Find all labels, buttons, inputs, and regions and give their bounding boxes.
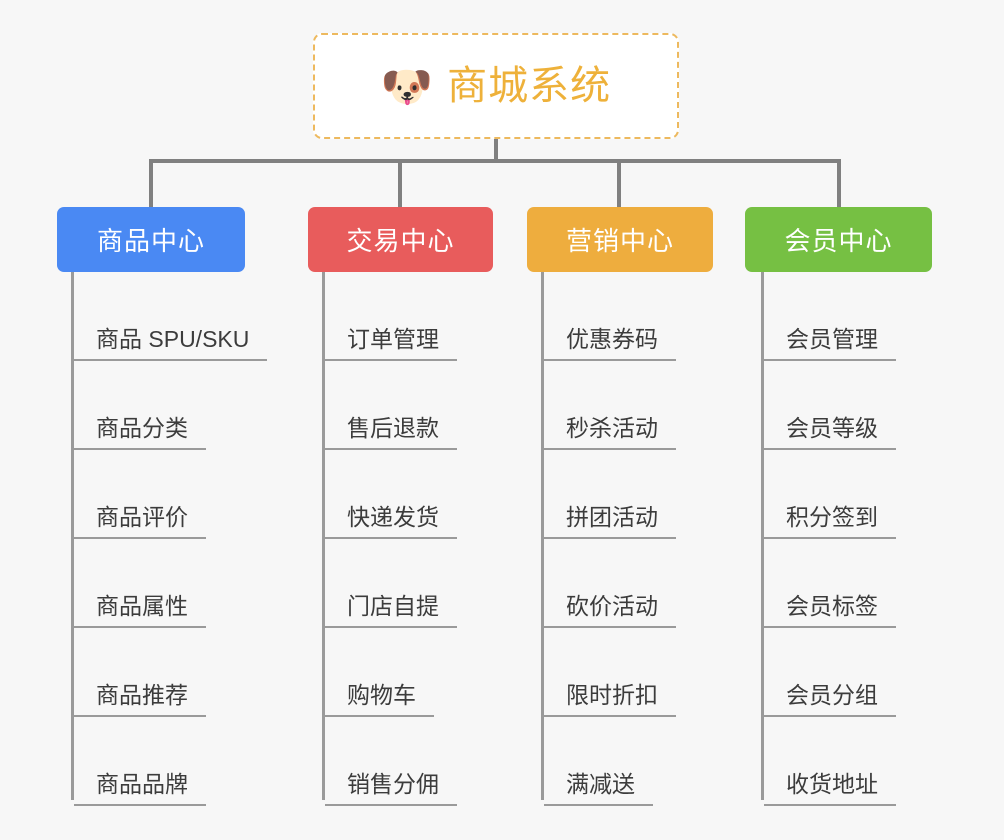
leaf-label: 商品 SPU/SKU	[74, 326, 268, 361]
leaf-label: 限时折扣	[544, 682, 676, 717]
leaf-item[interactable]: 会员标签	[764, 539, 896, 628]
leaf-item[interactable]: 购物车	[325, 628, 434, 717]
leaf-label: 商品属性	[74, 593, 206, 628]
bus-connector	[149, 159, 841, 163]
leaf-label: 订单管理	[325, 326, 457, 361]
branch-box-2[interactable]: 交易中心	[308, 207, 493, 272]
leaf-label: 售后退款	[325, 415, 457, 450]
leaf-item[interactable]: 积分签到	[764, 450, 896, 539]
leaf-spine	[322, 272, 325, 800]
leaf-item[interactable]: 会员分组	[764, 628, 896, 717]
root-title: 商城系统	[447, 64, 612, 108]
leaf-item[interactable]: 商品 SPU/SKU	[74, 272, 268, 361]
dog-face-icon: 🐶	[380, 63, 434, 110]
leaf-label: 会员标签	[764, 593, 896, 628]
leaf-spine	[761, 272, 764, 800]
leaf-item[interactable]: 收货地址	[764, 717, 896, 806]
leaf-label: 积分签到	[764, 504, 896, 539]
leaf-item[interactable]: 限时折扣	[544, 628, 676, 717]
branch-label: 营销中心	[565, 226, 674, 256]
leaf-label: 满减送	[544, 771, 653, 806]
leaf-item[interactable]: 商品推荐	[74, 628, 206, 717]
root-stem-connector	[494, 139, 498, 162]
branch-label: 商品中心	[96, 226, 205, 256]
leaf-label: 购物车	[325, 682, 434, 717]
drop-connector-3	[617, 159, 621, 207]
leaf-item[interactable]: 门店自提	[325, 539, 457, 628]
leaf-label: 收货地址	[764, 771, 896, 806]
branch-label: 交易中心	[346, 226, 455, 256]
branch-box-3[interactable]: 营销中心	[527, 207, 713, 272]
leaf-item[interactable]: 秒杀活动	[544, 361, 676, 450]
leaf-label: 门店自提	[325, 593, 457, 628]
leaf-label: 秒杀活动	[544, 415, 676, 450]
leaf-label: 砍价活动	[544, 593, 676, 628]
leaf-item[interactable]: 会员管理	[764, 272, 896, 361]
leaf-label: 商品品牌	[74, 771, 206, 806]
drop-connector-2	[398, 159, 402, 207]
leaf-spine	[71, 272, 74, 800]
leaf-item[interactable]: 销售分佣	[325, 717, 457, 806]
leaf-item[interactable]: 商品属性	[74, 539, 206, 628]
branch-label: 会员中心	[784, 226, 893, 256]
leaf-label: 会员分组	[764, 682, 896, 717]
branch-box-4[interactable]: 会员中心	[745, 207, 932, 272]
leaf-label: 商品分类	[74, 415, 206, 450]
leaf-label: 商品推荐	[74, 682, 206, 717]
leaf-item[interactable]: 优惠券码	[544, 272, 676, 361]
leaf-item[interactable]: 快递发货	[325, 450, 457, 539]
leaf-item[interactable]: 售后退款	[325, 361, 457, 450]
leaf-spine	[541, 272, 544, 800]
leaf-label: 会员等级	[764, 415, 896, 450]
leaf-item[interactable]: 商品评价	[74, 450, 206, 539]
leaf-item[interactable]: 砍价活动	[544, 539, 676, 628]
branch-box-1[interactable]: 商品中心	[57, 207, 245, 272]
leaf-item[interactable]: 会员等级	[764, 361, 896, 450]
leaf-item[interactable]: 商品品牌	[74, 717, 206, 806]
leaf-label: 优惠券码	[544, 326, 676, 361]
leaf-item[interactable]: 商品分类	[74, 361, 206, 450]
leaf-item[interactable]: 订单管理	[325, 272, 457, 361]
leaf-label: 拼团活动	[544, 504, 676, 539]
leaf-item[interactable]: 拼团活动	[544, 450, 676, 539]
root-node[interactable]: 🐶 商城系统	[313, 33, 679, 139]
leaf-label: 快递发货	[325, 504, 457, 539]
drop-connector-4	[837, 159, 841, 207]
leaf-label: 销售分佣	[325, 771, 457, 806]
leaf-item[interactable]: 满减送	[544, 717, 653, 806]
drop-connector-1	[149, 159, 153, 207]
leaf-label: 会员管理	[764, 326, 896, 361]
leaf-label: 商品评价	[74, 504, 206, 539]
